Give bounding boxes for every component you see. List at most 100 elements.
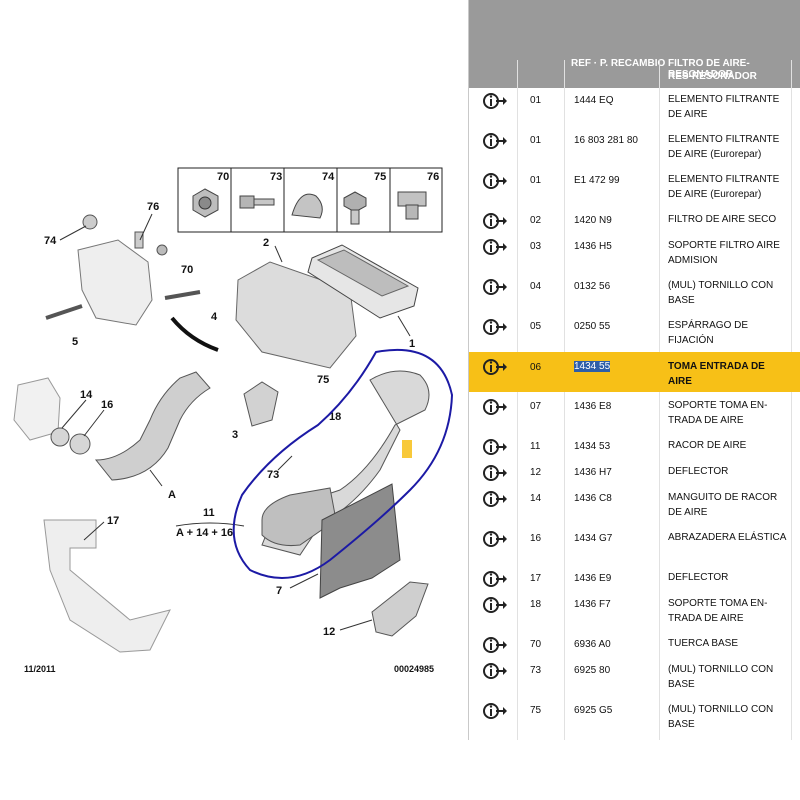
icon-stroke bbox=[490, 365, 492, 372]
row-num: 05 bbox=[530, 321, 542, 332]
table-row-selected[interactable]: 06 1434 55 TOMA ENTRADA DE AIRE bbox=[469, 352, 800, 392]
table-row[interactable]: 70 6936 A0 TUERCA BASE bbox=[469, 636, 800, 662]
icon-stroke bbox=[496, 667, 507, 675]
leader-line bbox=[83, 521, 105, 541]
table-row[interactable]: 07 1436 E8 SOPORTE TOMA EN-TRADA DE AIRE bbox=[469, 398, 800, 438]
table-row[interactable]: 01 1444 EQ ELEMENTO FILTRANTE DE AIRE bbox=[469, 92, 800, 132]
info-link-icon[interactable] bbox=[483, 358, 507, 376]
icon-stroke bbox=[489, 401, 493, 404]
icon-stroke bbox=[490, 497, 492, 504]
part-shape bbox=[198, 196, 212, 210]
icon-stroke bbox=[489, 361, 493, 364]
icon-stroke bbox=[489, 599, 493, 602]
info-link-icon[interactable] bbox=[483, 318, 507, 336]
callout-73: 73 bbox=[267, 469, 279, 481]
callout-76: 76 bbox=[147, 201, 159, 213]
info-link-icon[interactable] bbox=[483, 398, 507, 416]
table-row[interactable]: 03 1436 H5 SOPORTE FILTRO AIRE ADMISION bbox=[469, 238, 800, 278]
table-row[interactable]: 18 1436 F7 SOPORTE TOMA EN-TRADA DE AIRE bbox=[469, 596, 800, 636]
info-link-icon[interactable] bbox=[483, 278, 507, 296]
info-link-icon[interactable] bbox=[483, 596, 507, 614]
table-row[interactable]: 75 6925 G5 (MUL) TORNILLO CON BASE bbox=[469, 702, 800, 738]
part-shape bbox=[43, 519, 171, 653]
part-shape bbox=[343, 191, 367, 213]
table-row[interactable]: 16 1434 G7 ABRAZADERA ELÁSTICA bbox=[469, 530, 800, 570]
icon-stroke bbox=[490, 537, 492, 544]
table-row[interactable]: 02 1420 N9 FILTRO DE AIRE SECO bbox=[469, 212, 800, 238]
icon-stroke bbox=[490, 405, 492, 412]
icon-stroke bbox=[490, 471, 492, 478]
info-link-icon[interactable] bbox=[483, 132, 507, 150]
callout-16: 16 bbox=[101, 399, 113, 411]
part-shape bbox=[397, 191, 427, 207]
row-num: 73 bbox=[530, 665, 542, 676]
row-num: 70 bbox=[530, 639, 542, 650]
row-desc: TOMA ENTRADA DE AIRE bbox=[668, 361, 765, 387]
parts-list-panel: REF · P. RECAMBIO FILTRO DE AIRE-RESONAD… bbox=[468, 0, 800, 740]
column-divider bbox=[564, 60, 565, 740]
table-row[interactable]: 17 1436 E9 DEFLECTOR bbox=[469, 570, 800, 596]
table-row[interactable]: 73 6925 80 (MUL) TORNILLO CON BASE bbox=[469, 662, 800, 702]
part-shape bbox=[371, 581, 429, 637]
box-label-75: 75 bbox=[374, 171, 386, 183]
header-desc: FILTRO DE AIRE-RESONADOR bbox=[668, 58, 750, 80]
row-code: 1434 G7 bbox=[574, 533, 613, 544]
box-label-76: 76 bbox=[427, 171, 439, 183]
info-link-icon[interactable] bbox=[483, 212, 507, 230]
row-code: 16 803 281 80 bbox=[574, 135, 638, 146]
icon-stroke bbox=[489, 135, 493, 138]
row-desc: ELEMENTO FILTRANTE DE AIRE bbox=[668, 94, 780, 120]
row-desc: SOPORTE FILTRO AIRE ADMISION bbox=[668, 240, 780, 266]
leader-line bbox=[274, 245, 283, 263]
diagram-date: 11/2011 bbox=[24, 664, 56, 674]
icon-stroke bbox=[489, 281, 493, 284]
info-link-icon[interactable] bbox=[483, 702, 507, 720]
header-code: REF · P. RECAMBIO bbox=[571, 58, 666, 69]
part-shape bbox=[170, 316, 219, 352]
table-row[interactable]: 01 E1 472 99 ELEMENTO FILTRANTE DE AIRE … bbox=[469, 172, 800, 212]
row-code: 1444 EQ bbox=[574, 95, 614, 106]
table-row[interactable]: 11 1434 53 RACOR DE AIRE bbox=[469, 438, 800, 464]
part-shape bbox=[402, 440, 412, 458]
row-code: E1 472 99 bbox=[574, 175, 620, 186]
leader-line bbox=[61, 399, 87, 429]
table-row[interactable]: 04 0132 56 (MUL) TORNILLO CON BASE bbox=[469, 278, 800, 318]
row-code: 0250 55 bbox=[574, 321, 611, 332]
row-num: 16 bbox=[530, 533, 542, 544]
part-shape bbox=[316, 249, 410, 297]
row-code: 1436 F7 bbox=[574, 599, 611, 610]
icon-stroke bbox=[490, 285, 492, 292]
icon-stroke bbox=[496, 323, 507, 331]
callout-14: 14 bbox=[80, 389, 93, 401]
info-link-icon[interactable] bbox=[483, 636, 507, 654]
info-link-icon[interactable] bbox=[483, 530, 507, 548]
info-link-icon[interactable] bbox=[483, 172, 507, 190]
info-link-icon[interactable] bbox=[483, 662, 507, 680]
table-row[interactable]: 01 16 803 281 80 ELEMENTO FILTRANTE DE A… bbox=[469, 132, 800, 172]
info-link-icon[interactable] bbox=[483, 464, 507, 482]
table-row[interactable]: 12 1436 H7 DEFLECTOR bbox=[469, 464, 800, 490]
column-divider bbox=[659, 60, 660, 740]
icon-stroke bbox=[490, 325, 492, 332]
icon-stroke bbox=[489, 175, 493, 178]
callout-1: 1 bbox=[409, 338, 415, 350]
row-code: 1436 H5 bbox=[574, 241, 612, 252]
callout-11: 11 bbox=[203, 507, 215, 519]
icon-stroke bbox=[489, 493, 493, 496]
row-code: 1436 E8 bbox=[574, 401, 612, 412]
table-row[interactable]: 05 0250 55 ESPÁRRAGO DE FIJACIÓN bbox=[469, 318, 800, 352]
hand-drawn-annotation bbox=[232, 348, 454, 579]
info-link-icon[interactable] bbox=[483, 438, 507, 456]
row-num: 03 bbox=[530, 241, 542, 252]
icon-stroke bbox=[489, 533, 493, 536]
row-code: 1436 H7 bbox=[574, 467, 612, 478]
info-link-icon[interactable] bbox=[483, 92, 507, 110]
diagram-ref: 00024985 bbox=[394, 664, 434, 674]
callout-3: 3 bbox=[232, 429, 238, 441]
info-link-icon[interactable] bbox=[483, 490, 507, 508]
info-link-icon[interactable] bbox=[483, 570, 507, 588]
icon-stroke bbox=[496, 641, 507, 649]
info-link-icon[interactable] bbox=[483, 238, 507, 256]
row-desc: ABRAZADERA ELÁSTICA bbox=[668, 532, 787, 543]
table-row[interactable]: 14 1436 C8 MANGUITO DE RACOR DE AIRE bbox=[469, 490, 800, 530]
